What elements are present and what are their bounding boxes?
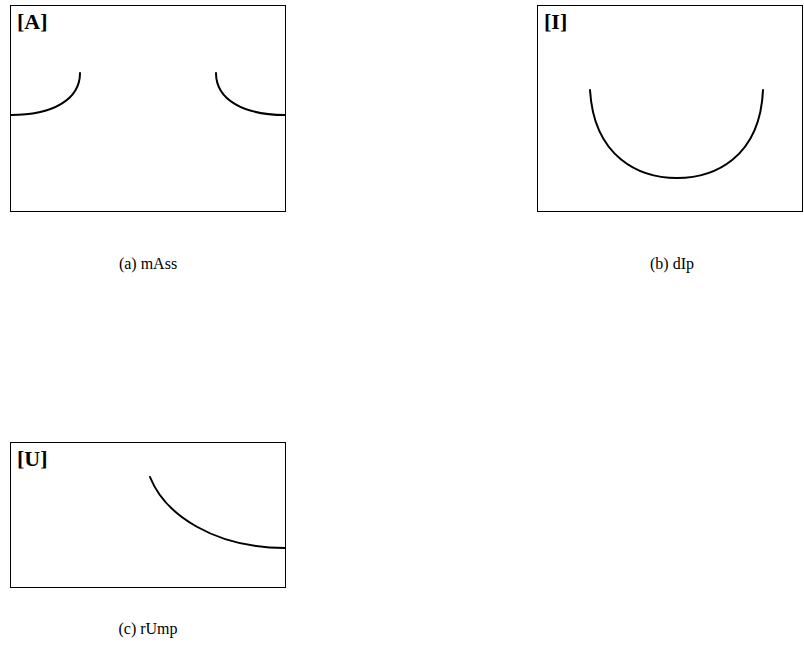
panel-caption: (a) mAss: [119, 255, 177, 273]
panel-box: [I]: [537, 5, 803, 212]
rump-curve: [150, 477, 285, 548]
right-arc: [216, 73, 285, 115]
panel-label: [A]: [17, 10, 48, 34]
panel-box: [U]: [10, 442, 286, 588]
panel-label: [U]: [17, 447, 48, 471]
panel-caption: (b) dIp: [650, 255, 694, 273]
panel-caption: (c) rUmp: [118, 620, 177, 638]
dip-curve: [590, 90, 763, 178]
left-arc: [11, 73, 80, 115]
panel-box: [A]: [10, 5, 286, 212]
panel-label: [I]: [544, 10, 567, 34]
